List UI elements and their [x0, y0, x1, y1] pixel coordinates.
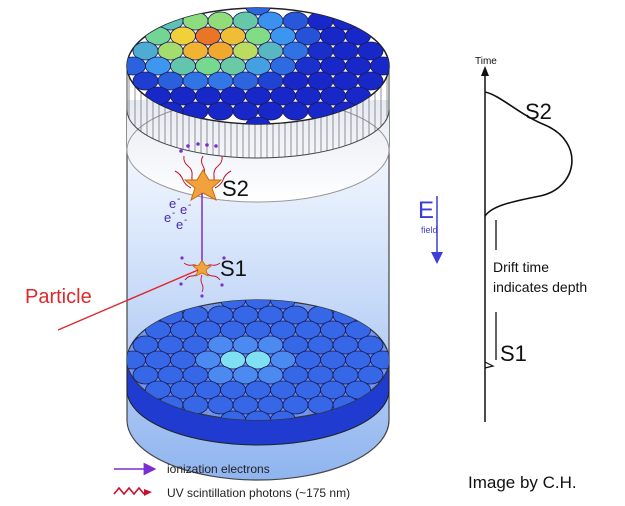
- electron-charge: -: [177, 194, 180, 205]
- pmt-disc: [357, 71, 384, 91]
- bottom-pmt-array: [126, 299, 390, 446]
- pmt-disc: [245, 300, 271, 310]
- electron-charge: -: [188, 200, 191, 211]
- s2-pulse-label: S2: [525, 99, 552, 124]
- e-field-symbol: E: [418, 197, 434, 224]
- pmt-disc: [270, 300, 296, 310]
- drift-time-line1: Drift time: [493, 259, 549, 275]
- time-axis-arrow-icon: [481, 66, 489, 76]
- pmt-disc: [282, 101, 309, 121]
- pmt-disc: [245, 8, 271, 16]
- pmt-disc: [370, 350, 389, 370]
- s1-interaction: [179, 256, 226, 298]
- legend: ionization electrons UV scintillation ph…: [113, 462, 350, 500]
- electron-charge: -: [184, 215, 187, 226]
- e-field-subscript: field: [421, 225, 438, 235]
- legend-photons-label: UV scintillation photons (~175 nm): [167, 486, 350, 500]
- drift-time-line2: indicates depth: [493, 279, 587, 295]
- s1-pulse-label: S1: [500, 341, 527, 366]
- electron-label: e: [169, 196, 176, 211]
- photon-arrowhead-icon: [144, 489, 152, 496]
- electron-charge: -: [172, 208, 175, 219]
- time-axis-label: Time: [475, 56, 497, 67]
- s2-detector-label: S2: [222, 176, 249, 201]
- legend-electrons-label: ionization electrons: [167, 462, 270, 476]
- photon-wave-icon: [113, 486, 145, 496]
- pmt-disc: [370, 56, 389, 76]
- e-field-indicator: E field: [418, 196, 443, 264]
- photon-dots-top: [179, 142, 218, 153]
- pmt-disc: [220, 410, 246, 420]
- top-pmt-array: [126, 7, 390, 159]
- s2-pulse: [484, 91, 573, 217]
- pmt-disc: [220, 300, 246, 310]
- s1-flash-icon: [192, 259, 212, 277]
- image-credit: Image by C.H.: [468, 473, 577, 492]
- electron-label: e: [176, 217, 183, 232]
- pmt-disc: [357, 365, 384, 385]
- pmt-disc: [245, 410, 271, 420]
- electrons: e e e e - - - -: [164, 194, 191, 232]
- s1-pulse: [484, 361, 495, 369]
- pmt-disc: [245, 116, 271, 124]
- pmt-disc: [357, 41, 384, 61]
- electron-label: e: [164, 210, 171, 225]
- pmt-disc: [270, 410, 296, 420]
- particle-label: Particle: [25, 286, 92, 308]
- electron-label: e: [180, 202, 187, 217]
- signal-plot: Time S2 Drift time indicates depth S1: [475, 56, 587, 422]
- particle-track: [57, 269, 199, 331]
- pmt-disc: [357, 335, 384, 355]
- s1-detector-label: S1: [220, 256, 247, 281]
- s2-flash-icon: [183, 169, 223, 202]
- pmt-disc: [207, 101, 234, 121]
